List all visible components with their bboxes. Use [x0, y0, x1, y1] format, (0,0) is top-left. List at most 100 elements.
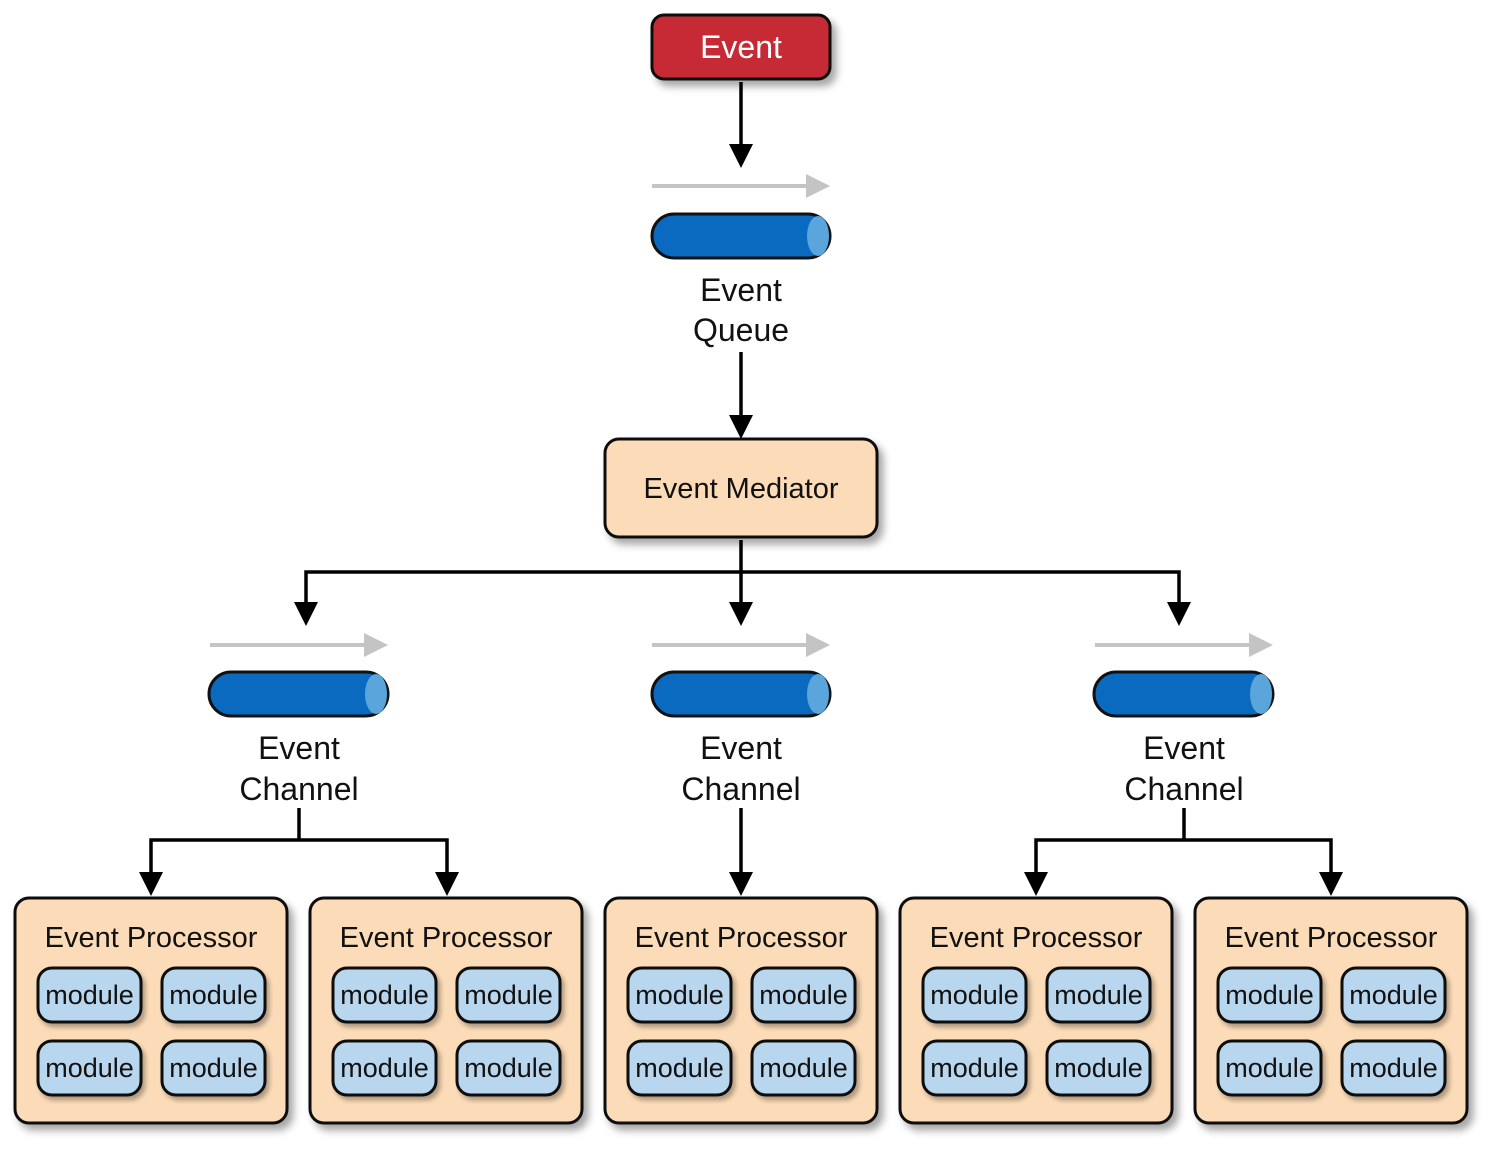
- module-label: module: [169, 980, 258, 1010]
- flow-direction-arrow: [210, 633, 388, 657]
- module-chip: module: [160, 966, 267, 1024]
- module-chip: module: [36, 966, 143, 1024]
- event-processor-4: Event Processor module module module module: [898, 896, 1174, 1125]
- event-channel-3: Event Channel: [1092, 633, 1275, 807]
- module-box: [750, 1039, 857, 1097]
- module-label: module: [1054, 980, 1143, 1010]
- module-box: [455, 966, 562, 1024]
- module-label: module: [340, 980, 429, 1010]
- module-box: [750, 966, 857, 1024]
- module-chip: module: [160, 1039, 267, 1097]
- module-box: [1216, 966, 1323, 1024]
- module-label: module: [635, 980, 724, 1010]
- module-box: [1340, 966, 1447, 1024]
- event-label: Event: [700, 29, 782, 65]
- module-label: module: [169, 1053, 258, 1083]
- event-node: Event: [650, 13, 832, 81]
- module-chip: module: [750, 966, 857, 1024]
- channel-label-line1: Event: [1143, 730, 1225, 766]
- module-box: [160, 966, 267, 1024]
- flow-direction-arrow: [652, 174, 830, 198]
- module-chip: module: [455, 1039, 562, 1097]
- mediator-label: Event Mediator: [643, 473, 838, 505]
- event-processor-3: Event Processor module module module module: [603, 896, 879, 1125]
- event-processor-5: Event Processor module module module module: [1193, 896, 1469, 1125]
- module-chip: module: [1216, 1039, 1323, 1097]
- queue-label-line1: Event: [700, 272, 782, 308]
- module-label: module: [1349, 1053, 1438, 1083]
- connector-mediator-to-channels: [304, 540, 1181, 604]
- module-chip: module: [626, 1039, 733, 1097]
- module-label: module: [1054, 1053, 1143, 1083]
- module-chip: module: [455, 966, 562, 1024]
- processor-title: Event Processor: [635, 922, 848, 954]
- channel-label-line2: Channel: [681, 771, 800, 807]
- queue-pipe-icon: [650, 212, 832, 260]
- module-box: [331, 1039, 438, 1097]
- connector-event-to-queue: [729, 82, 753, 168]
- channel-pipe-icon: [207, 670, 390, 718]
- module-label: module: [930, 1053, 1019, 1083]
- connector-arrowheads: [139, 872, 1343, 896]
- module-chip: module: [1045, 1039, 1152, 1097]
- flow-direction-arrow: [1095, 633, 1273, 657]
- module-chip: module: [626, 966, 733, 1024]
- module-label: module: [1225, 980, 1314, 1010]
- module-chip: module: [921, 966, 1028, 1024]
- module-chip: module: [1216, 966, 1323, 1024]
- queue-label-line2: Queue: [693, 312, 789, 348]
- module-label: module: [635, 1053, 724, 1083]
- channel-label-line2: Channel: [1124, 771, 1243, 807]
- channel-label-line2: Channel: [239, 771, 358, 807]
- processor-title: Event Processor: [45, 922, 258, 954]
- module-label: module: [464, 1053, 553, 1083]
- event-channel-2: Event Channel: [650, 633, 832, 807]
- module-chip: module: [1340, 1039, 1447, 1097]
- processor-title: Event Processor: [1225, 922, 1438, 954]
- module-label: module: [45, 1053, 134, 1083]
- module-label: module: [1349, 980, 1438, 1010]
- module-box: [626, 1039, 733, 1097]
- module-label: module: [759, 1053, 848, 1083]
- module-box: [626, 966, 733, 1024]
- connector-arrowheads: [294, 602, 1191, 626]
- processor-title: Event Processor: [930, 922, 1143, 954]
- module-label: module: [340, 1053, 429, 1083]
- flow-direction-arrow: [652, 633, 830, 657]
- module-box: [1340, 1039, 1447, 1097]
- event-processor-2: Event Processor module module module module: [308, 896, 584, 1125]
- module-chip: module: [921, 1039, 1028, 1097]
- event-mediator-node: Event Mediator: [603, 437, 879, 539]
- channel-pipe-icon: [650, 670, 832, 718]
- connector-channels-to-processors: [149, 808, 1333, 874]
- module-chip: module: [1340, 966, 1447, 1024]
- module-box: [36, 1039, 143, 1097]
- channel-label-line1: Event: [258, 730, 340, 766]
- channel-pipe-icon: [1092, 670, 1275, 718]
- module-chip: module: [36, 1039, 143, 1097]
- module-chip: module: [331, 966, 438, 1024]
- event-processor-1: Event Processor module module module module: [13, 896, 289, 1125]
- module-box: [331, 966, 438, 1024]
- module-box: [36, 966, 143, 1024]
- event-channel-1: Event Channel: [207, 633, 390, 807]
- module-box: [1216, 1039, 1323, 1097]
- module-label: module: [930, 980, 1019, 1010]
- channel-label-line1: Event: [700, 730, 782, 766]
- module-box: [921, 1039, 1028, 1097]
- connector-queue-to-mediator: [729, 352, 753, 439]
- module-box: [455, 1039, 562, 1097]
- module-chip: module: [1045, 966, 1152, 1024]
- module-box: [1045, 966, 1152, 1024]
- module-label: module: [1225, 1053, 1314, 1083]
- module-chip: module: [331, 1039, 438, 1097]
- processor-title: Event Processor: [340, 922, 553, 954]
- module-box: [921, 966, 1028, 1024]
- module-chip: module: [750, 1039, 857, 1097]
- module-label: module: [464, 980, 553, 1010]
- module-label: module: [759, 980, 848, 1010]
- module-box: [160, 1039, 267, 1097]
- module-label: module: [45, 980, 134, 1010]
